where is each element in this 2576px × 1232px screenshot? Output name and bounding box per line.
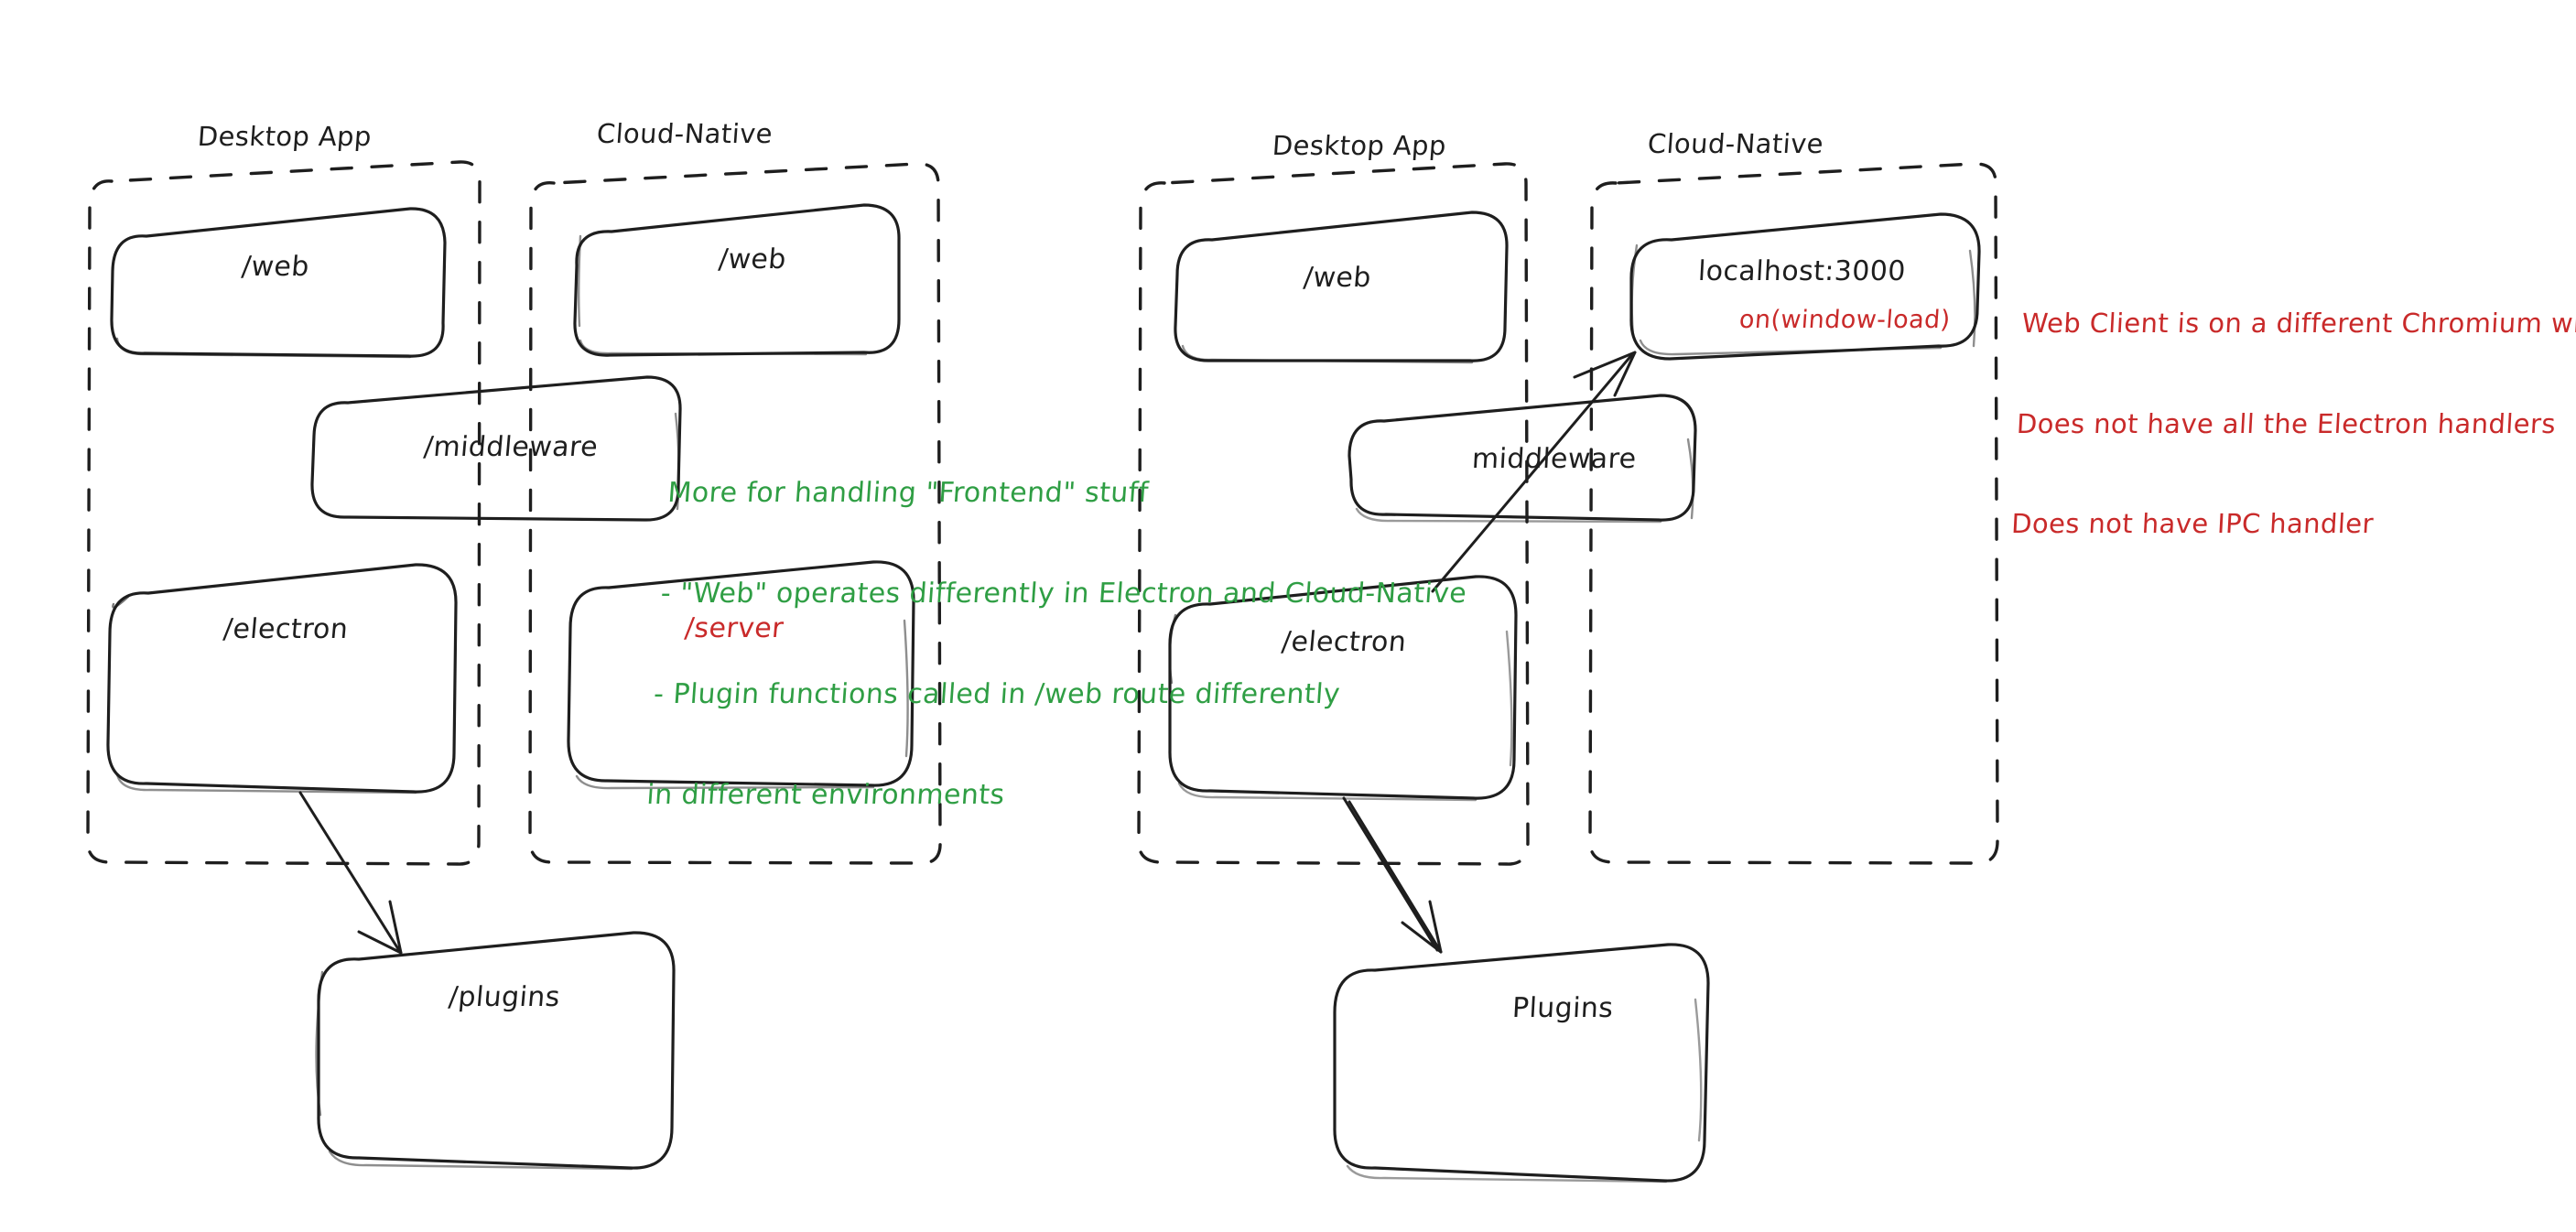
right-electron-to-localhost-arrow <box>1431 351 1637 593</box>
green-note-line-3: - Plugin functions called in /web route … <box>652 677 1342 710</box>
right-desktop-web-label: /web <box>1302 262 1373 294</box>
right-plugins-box <box>1333 943 1710 1183</box>
left-electron-label: /electron <box>222 613 350 645</box>
right-middleware-box <box>1348 394 1697 524</box>
right-localhost-sublabel: on(window-load) <box>1737 306 1952 334</box>
left-cloud-web-box <box>573 203 901 357</box>
right-cloud-native-group-outline <box>1588 162 1999 865</box>
green-note-line-2: - "Web" operates differently in Electron… <box>659 577 1468 610</box>
red-note-line-3: Does not have IPC handler <box>2010 508 2375 540</box>
green-note-line-1: More for handling "Frontend" stuff <box>666 477 1150 510</box>
right-electron-to-plugins-arrow <box>1342 796 1443 954</box>
left-desktop-app-title: Desktop App <box>196 121 373 152</box>
left-electron-to-plugins-arrow <box>298 791 403 955</box>
right-localhost-box <box>1629 212 1981 361</box>
right-localhost-label: localhost:3000 <box>1697 255 1907 287</box>
green-annotation-note: More for handling "Frontend" stuff - "We… <box>641 410 1479 879</box>
right-desktop-app-title: Desktop App <box>1271 130 1448 161</box>
right-middleware-label: middleware <box>1471 443 1638 475</box>
left-cloud-native-title: Cloud-Native <box>595 118 774 149</box>
left-electron-box <box>106 563 458 794</box>
left-middleware-box <box>310 375 682 522</box>
left-cloud-web-label: /web <box>717 243 788 276</box>
right-desktop-app-group-outline <box>1137 162 1530 866</box>
right-electron-box <box>1168 575 1518 802</box>
left-desktop-web-label: /web <box>240 251 311 283</box>
red-note-line-2: Does not have all the Electron handlers <box>2016 407 2557 439</box>
left-desktop-web-box <box>110 207 447 359</box>
red-annotation-note: Web Client is on a different Chromium wi… <box>2007 240 2576 608</box>
left-middleware-label: /middleware <box>422 431 600 463</box>
right-cloud-native-title: Cloud-Native <box>1646 128 1825 159</box>
left-plugins-label: /plugins <box>447 981 562 1013</box>
right-desktop-web-box <box>1174 211 1509 364</box>
left-desktop-app-group-outline <box>86 160 482 866</box>
right-plugins-label: Plugins <box>1511 992 1615 1024</box>
left-plugins-box <box>315 931 676 1171</box>
green-note-line-4: in different environments <box>645 778 1006 811</box>
red-note-line-1: Web Client is on a different Chromium wi… <box>2020 308 2576 340</box>
left-server-box <box>567 560 915 790</box>
left-cloud-native-group-outline <box>528 162 942 865</box>
